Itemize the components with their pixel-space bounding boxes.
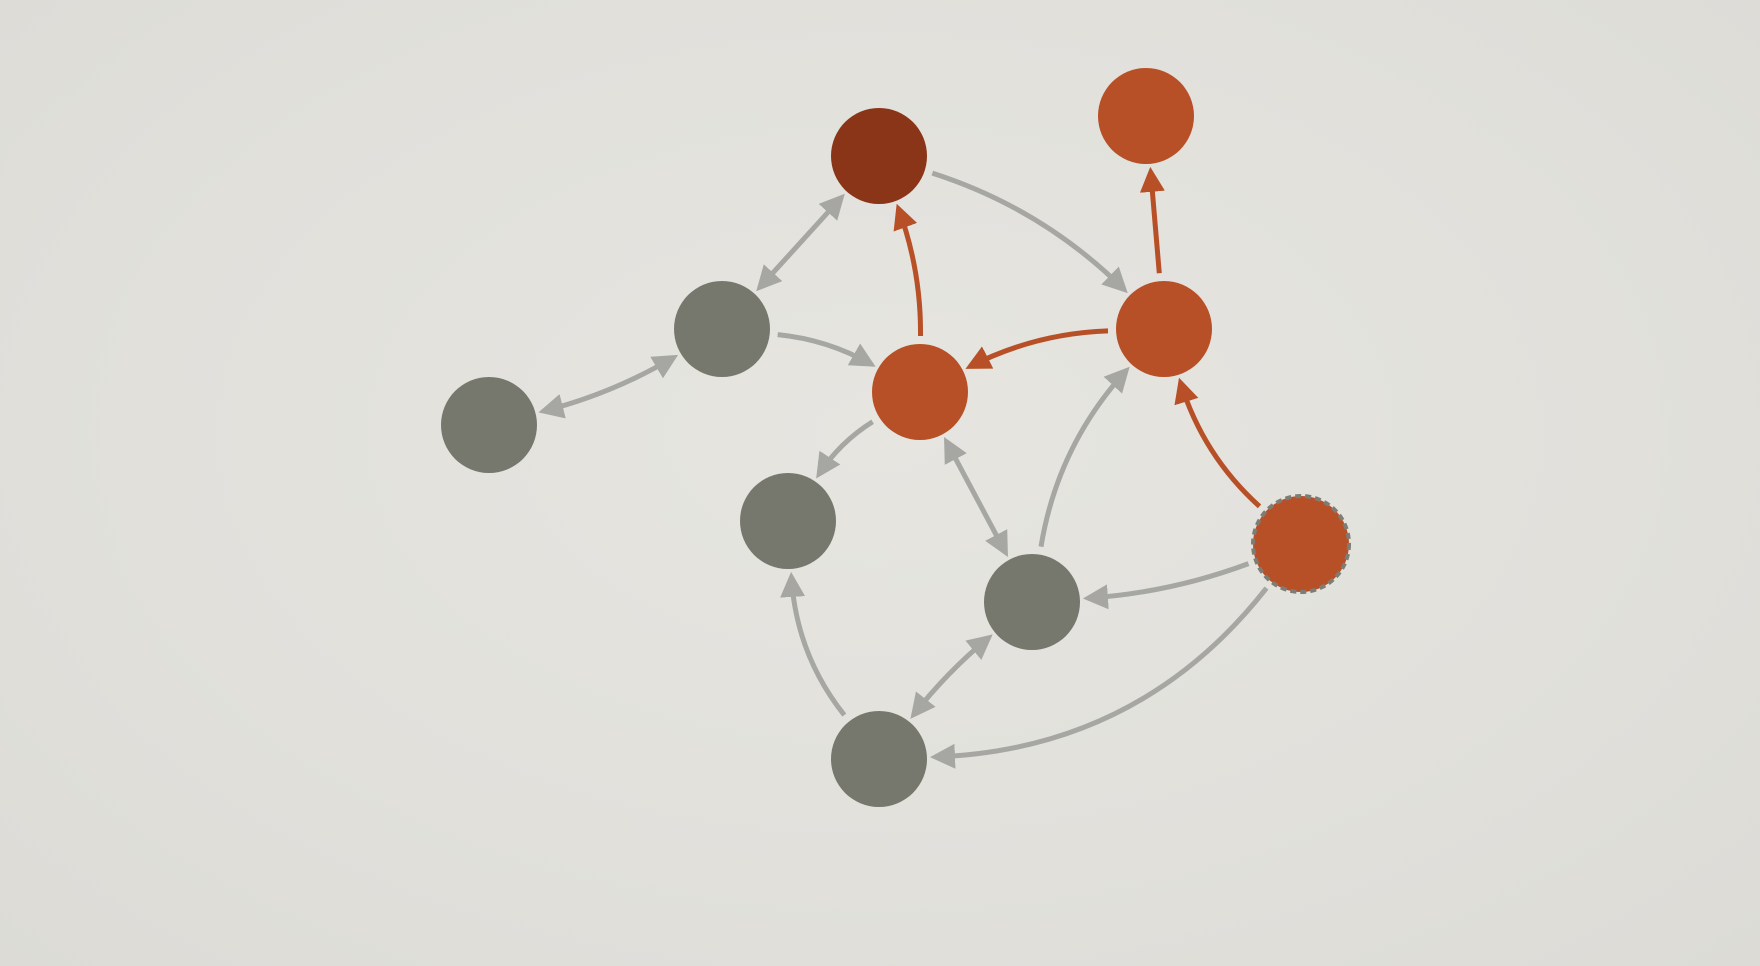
- edge-top-dark-to-right-mid: [931, 170, 1128, 294]
- edge-left-upper-to-center: [777, 332, 876, 367]
- node-lower-mid[interactable]: [984, 554, 1080, 650]
- node-mid-left[interactable]: [740, 473, 836, 569]
- edge-center-to-lower-mid: [944, 436, 1008, 558]
- edge-right-mid-to-top-right: [1139, 166, 1165, 274]
- edge-lower-mid-to-right-mid: [1038, 366, 1130, 548]
- node-far-left[interactable]: [441, 377, 537, 473]
- edge-center-to-top-dark: [893, 203, 924, 337]
- edge-left-upper-to-top-dark: [756, 193, 845, 292]
- edge-bottom-to-mid-left: [780, 571, 847, 717]
- node-left-upper[interactable]: [674, 281, 770, 377]
- edge-source-to-right-mid: [1174, 377, 1262, 509]
- node-bottom[interactable]: [831, 711, 927, 807]
- node-source[interactable]: [1251, 494, 1351, 594]
- nodes-layer: [441, 68, 1351, 807]
- edge-source-to-bottom: [930, 586, 1269, 769]
- edges-layer: [538, 166, 1269, 769]
- edge-center-to-mid-left: [816, 419, 874, 479]
- edge-source-to-lower-mid: [1082, 561, 1250, 610]
- edge-far-left-to-left-upper: [538, 354, 679, 419]
- edge-right-mid-to-center: [965, 328, 1109, 369]
- node-top-dark[interactable]: [831, 108, 927, 204]
- node-right-mid[interactable]: [1116, 281, 1212, 377]
- edge-lower-mid-to-bottom: [910, 634, 993, 719]
- node-top-right[interactable]: [1098, 68, 1194, 164]
- node-center[interactable]: [872, 344, 968, 440]
